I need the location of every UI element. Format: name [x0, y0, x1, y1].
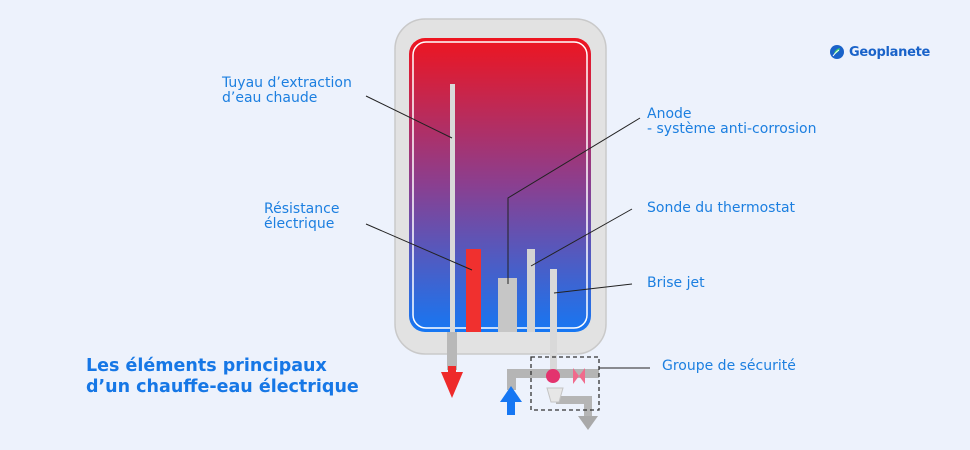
brand-logo: Geoplanete: [829, 44, 930, 60]
leader-brise: [553, 283, 633, 294]
label-tuyau: Tuyau d’extraction d’eau chaude: [222, 75, 352, 106]
cold-water-arrow-shaft: [507, 400, 515, 415]
hot-water-outlet: [447, 332, 457, 370]
drain-arrow-icon: [578, 416, 598, 430]
safety-group-box: [530, 356, 600, 411]
leader-tuyau: [365, 95, 453, 139]
title-line-2: d’un chauffe-eau électrique: [86, 377, 359, 397]
hot-water-arrow-icon: [441, 372, 463, 398]
valve-bowtie-icon: [573, 368, 585, 384]
drain-pipe-horizontal: [556, 396, 591, 404]
drain-pipe-vertical: [584, 396, 592, 416]
label-resistance: Résistance électrique: [264, 201, 340, 232]
drain-funnel: [546, 387, 564, 403]
leader-anode: [507, 117, 641, 284]
hot-water-pipe: [450, 84, 455, 332]
label-anode: Anode - système anti-corrosion: [647, 106, 817, 137]
safety-valve-icon: [546, 369, 560, 383]
label-brise: Brise jet: [647, 275, 705, 291]
brand-name: Geoplanete: [849, 44, 931, 60]
leader-sonde: [530, 208, 633, 267]
cold-inlet-vertical: [507, 369, 516, 390]
hot-water-arrow-shaft: [448, 366, 456, 376]
label-sonde: Sonde du thermostat: [647, 200, 796, 216]
anode-rod: [498, 278, 517, 332]
heating-element: [466, 249, 481, 332]
geoplanete-logo-icon: [830, 45, 844, 59]
title-line-1: Les éléments principaux: [86, 356, 327, 376]
label-groupe: Groupe de sécurité: [662, 358, 796, 374]
diagram-title: Les éléments principaux d’un chauffe-eau…: [86, 356, 359, 398]
cold-water-arrow-icon: [500, 386, 522, 402]
brise-jet-pipe: [550, 269, 557, 369]
thermostat-probe: [527, 249, 535, 332]
leader-resistance: [365, 223, 473, 271]
